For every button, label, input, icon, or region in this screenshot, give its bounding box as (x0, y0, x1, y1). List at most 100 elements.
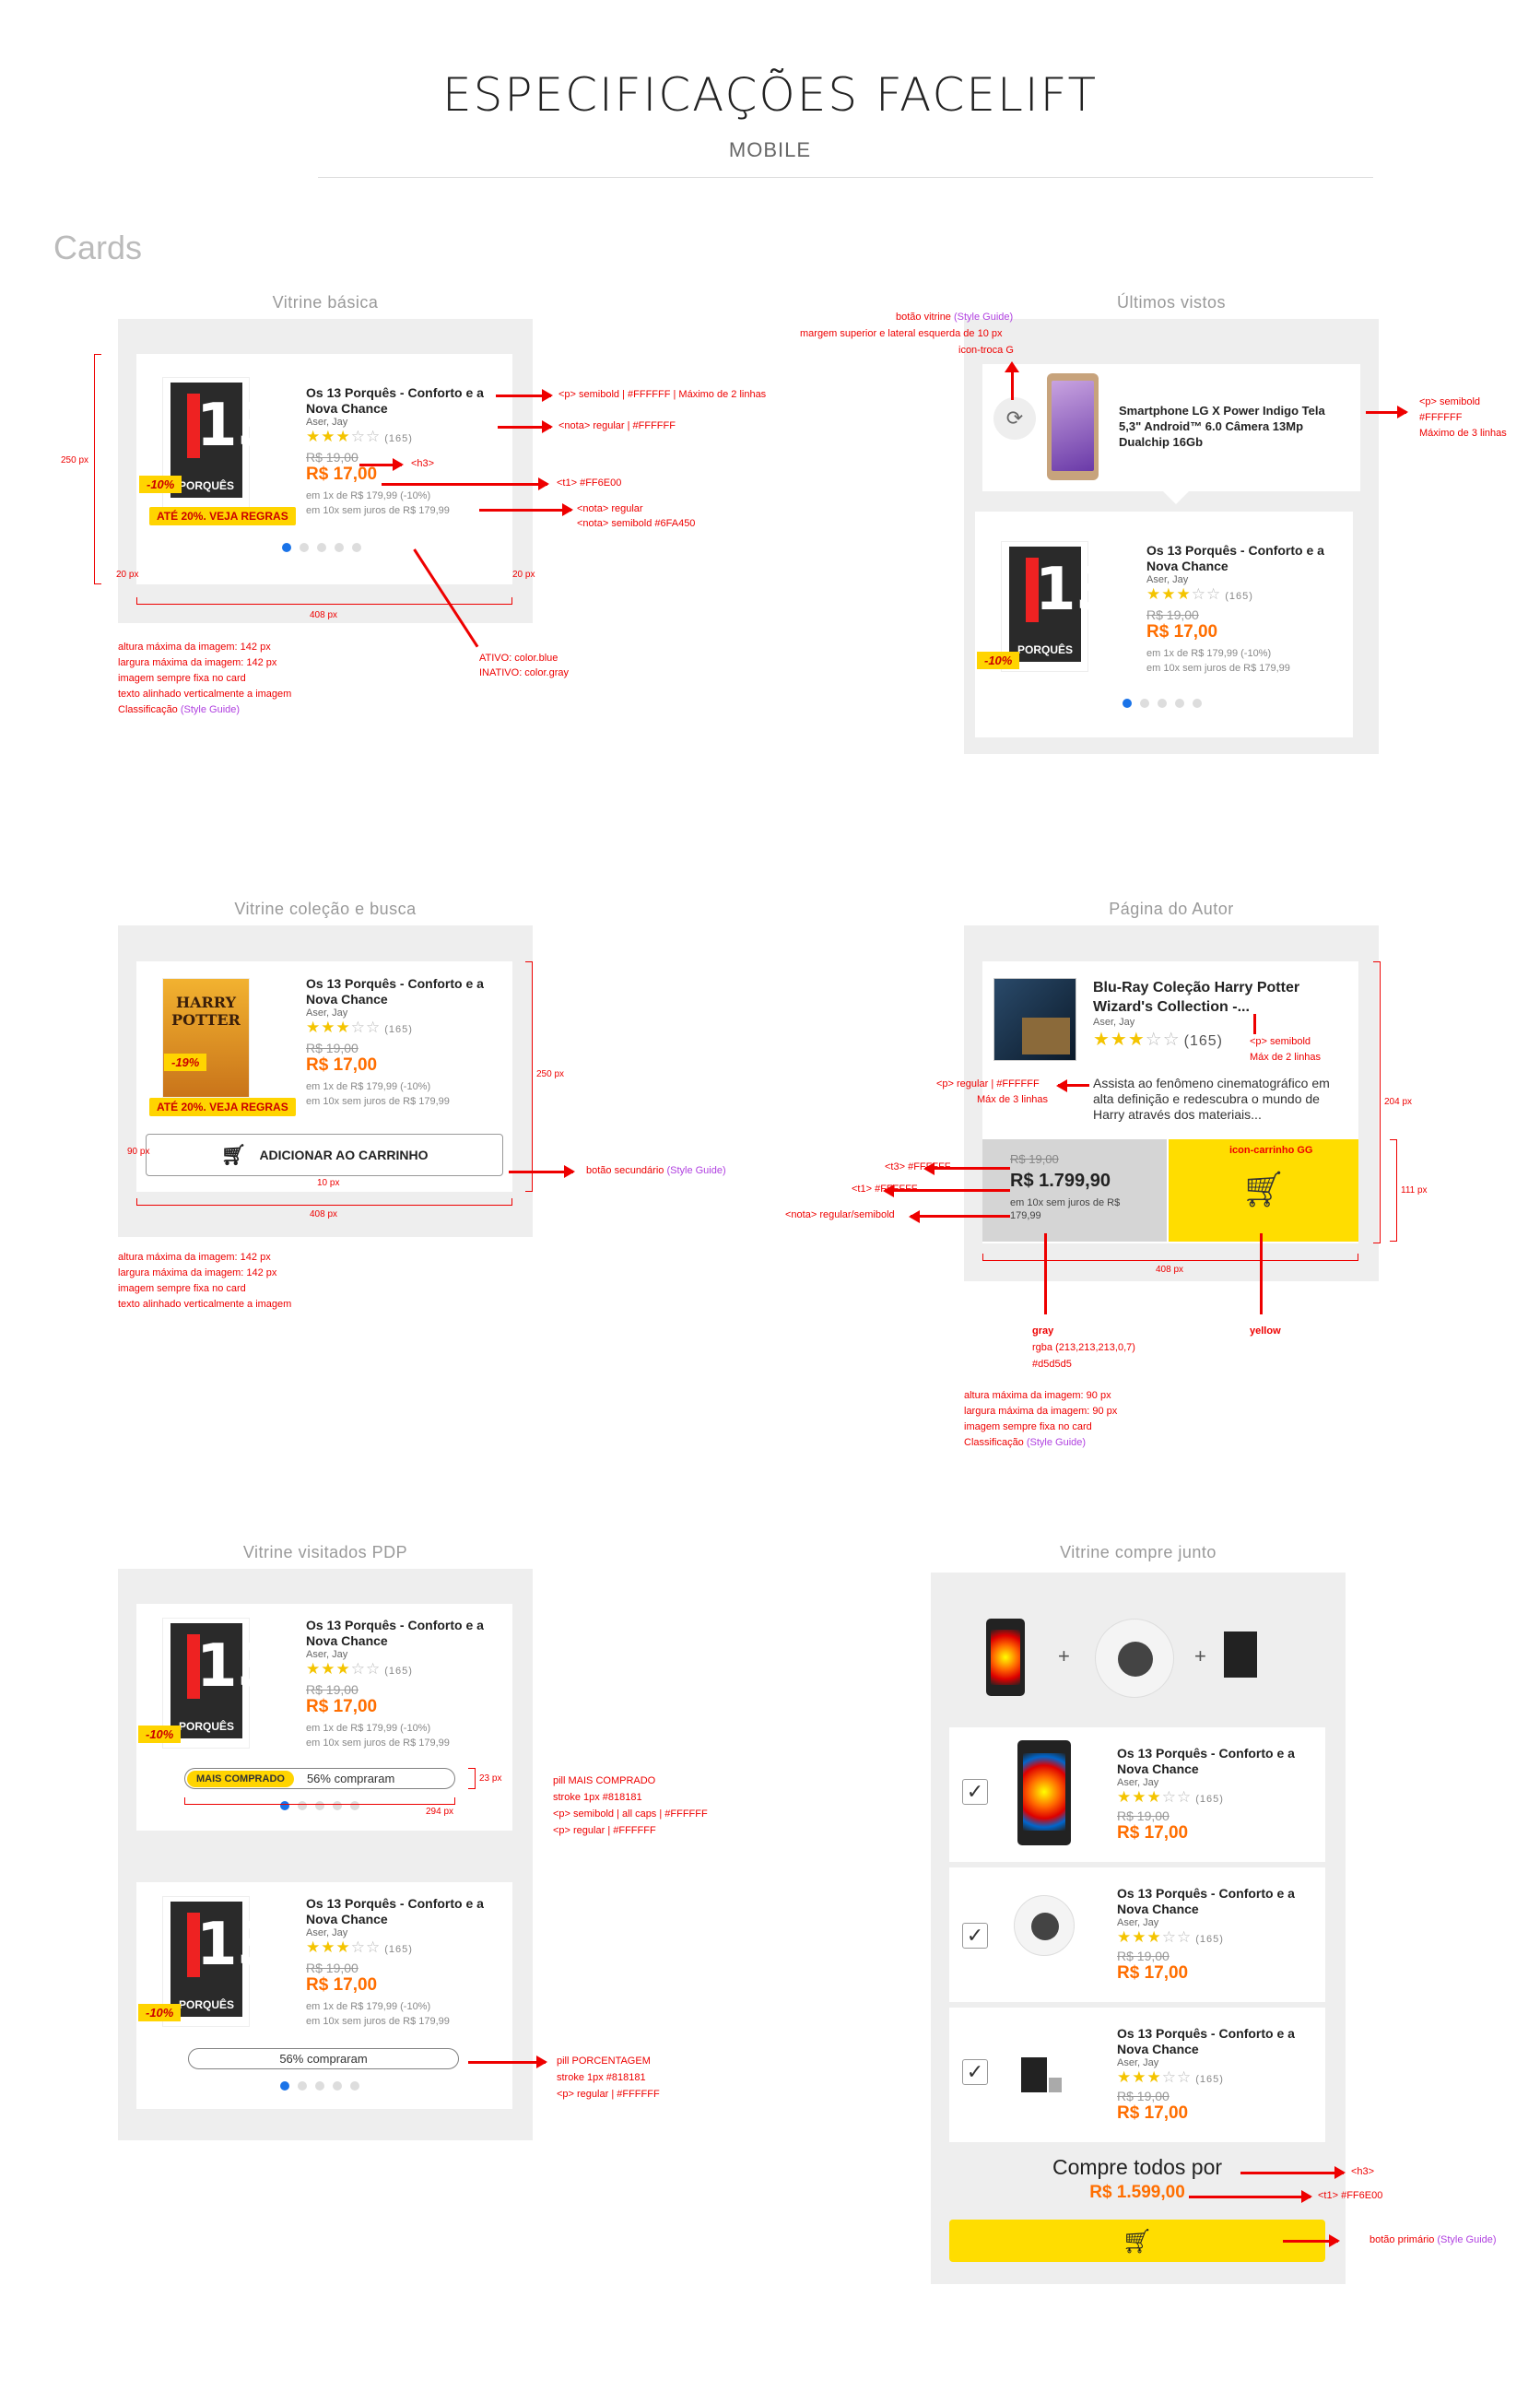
dimension-label: 23 px (479, 1773, 502, 1784)
installment-10x: em 10x sem juros de R$ 179,99 (306, 1737, 450, 1749)
product-author: Aser, Jay (306, 1927, 348, 1938)
annotation: <t1> #FFFFFF (852, 1184, 918, 1195)
sdcard-image (1021, 2057, 1047, 2092)
product-name[interactable]: Os 13 Porquês - Conforto e a Nova Chance (1146, 543, 1324, 573)
installment-10x: em 10x sem juros de R$ 179,99 (306, 2016, 450, 2027)
annotation: <p> semibold | #FFFFFF | Máximo de 2 lin… (558, 389, 767, 400)
checkbox[interactable]: ✓ (962, 1779, 988, 1805)
annotation: <nota> semibold #6FA450 (577, 518, 696, 529)
old-price: R$ 19,00 (1146, 607, 1199, 622)
price: R$ 17,00 (306, 1055, 378, 1075)
promo-badge[interactable]: ATÉ 20%. VEJA REGRAS (149, 1098, 296, 1116)
sdcard-image (1224, 1631, 1257, 1678)
dimension-label: 20 px (116, 570, 139, 580)
old-price: R$ 19,00 (1117, 2089, 1170, 2103)
carousel-dots[interactable] (280, 2081, 359, 2091)
discount-badge: -10% (138, 2004, 182, 2021)
add-to-cart-button[interactable]: 🛒︎ ADICIONAR AO CARRINHO (146, 1134, 503, 1176)
plus-icon: + (1058, 1644, 1070, 1667)
annotation-arrow (1283, 2234, 1340, 2247)
rating-stars: ★★★☆☆(165) (306, 428, 413, 445)
dimension-label: 294 px (426, 1807, 454, 1817)
buy-all-button[interactable]: 🛒︎ (949, 2220, 1325, 2262)
product-name[interactable]: Os 13 Porquês - Conforto e a Nova Chance (306, 1896, 484, 1926)
annotation-arrow (496, 389, 553, 402)
dimension-width (982, 1254, 1358, 1261)
carousel-dots[interactable] (280, 1801, 359, 1810)
annotation: <nota> regular (577, 503, 643, 514)
product-name[interactable]: Os 13 Porquês - Conforto e a Nova Chance (306, 385, 484, 416)
dimension-height (1373, 961, 1381, 1243)
product-author: Aser, Jay (1117, 1777, 1159, 1788)
product-name[interactable]: Os 13 Porquês - Conforto e a Nova Chance (1117, 1746, 1295, 1776)
annotation: pill PORCENTAGEM (557, 2056, 651, 2067)
product-name[interactable]: Os 13 Porquês - Conforto e a Nova Chance (306, 1618, 484, 1648)
promo-badge[interactable]: ATÉ 20%. VEJA REGRAS (149, 507, 296, 525)
installment-10x: em 10x sem juros de R$ 179,99 (306, 1096, 450, 1107)
product-name[interactable]: Os 13 Porquês - Conforto e a Nova Chance (306, 976, 484, 1007)
product-name[interactable]: Blu-Ray Coleção Harry Potter Wizard's Co… (1093, 980, 1300, 1015)
annotation-arrow (1189, 2190, 1312, 2203)
annotation-arrow (509, 1165, 575, 1178)
annotation: <p> semibold (1250, 1036, 1311, 1047)
annotation: Máx de 2 linhas (1250, 1052, 1322, 1063)
author-product-card[interactable]: Blu-Ray Coleção Harry Potter Wizard's Co… (982, 961, 1358, 1243)
section-title-colecao-busca: Vitrine coleção e busca (234, 900, 417, 918)
annotation: <nota> regular/semibold (785, 1209, 895, 1220)
bundle-item[interactable]: ✓ Os 13 Porquês - Conforto e a Nova Chan… (949, 1867, 1325, 2002)
annotation: ATIVO: color.blue (479, 653, 558, 664)
speaker-image (1014, 1895, 1075, 1956)
checkbox[interactable]: ✓ (962, 2059, 988, 2085)
product-name[interactable]: Os 13 Porquês - Conforto e a Nova Chance (1117, 2026, 1295, 2056)
old-price: R$ 19,00 (306, 450, 359, 465)
annotation-arrow (382, 477, 549, 490)
discount-badge: -10% (977, 652, 1020, 669)
recent-product-card[interactable]: ⟳ Smartphone LG X Power Indigo Tela 5,3"… (982, 364, 1360, 491)
carousel-dots[interactable] (1123, 699, 1202, 708)
annotation-arrow (1366, 406, 1408, 418)
cart-button[interactable]: 🛒︎ (1169, 1139, 1358, 1242)
annotation: rgba (213,213,213,0,7) (1032, 1342, 1135, 1353)
refresh-icon[interactable]: ⟳ (993, 397, 1036, 440)
dimension-label: 250 px (61, 455, 89, 465)
annotation-arrow (911, 1215, 1010, 1218)
annotation: <t1> #FF6E00 (1318, 2190, 1383, 2201)
phone-image (986, 1619, 1025, 1696)
annotation: <p> regular | #FFFFFF (557, 2089, 660, 2100)
annotation: <nota> regular | #FFFFFF (558, 420, 676, 431)
carousel-dots[interactable] (282, 543, 361, 552)
annotation: <t1> #FF6E00 (557, 477, 622, 489)
rating-stars: ★★★☆☆(165) (1146, 585, 1253, 603)
annotation: <h3> (411, 458, 435, 469)
cart-icon: 🛒︎ (1122, 2226, 1153, 2255)
installment-1x: em 1x de R$ 179,99 (-10%) (306, 490, 431, 501)
checkbox[interactable]: ✓ (962, 1923, 988, 1949)
discount-badge: -10% (138, 1726, 182, 1743)
notes-list: altura máxima da imagem: 90 px largura m… (964, 1390, 1118, 1448)
annotation-arrow (1044, 1233, 1047, 1314)
bundle-item[interactable]: ✓ Os 13 Porquês - Conforto e a Nova Chan… (949, 1727, 1325, 1862)
product-description: Assista ao fenômeno cinematográfico em a… (1093, 1076, 1330, 1122)
old-price: R$ 19,00 (306, 1041, 359, 1055)
bundle-item[interactable]: ✓ Os 13 Porquês - Conforto e a Nova Chan… (949, 2008, 1325, 2142)
old-price: R$ 19,00 (1117, 1808, 1170, 1823)
product-card[interactable]: 13 PORQUÊS -10% Os 13 Porquês - Conforto… (975, 512, 1353, 737)
old-price: R$ 19,00 (306, 1682, 359, 1697)
annotation: <p> regular | #FFFFFF (936, 1078, 1040, 1090)
product-name[interactable]: Os 13 Porquês - Conforto e a Nova Chance (1117, 1886, 1295, 1916)
annotation-arrow (1240, 2166, 1346, 2179)
rating-stars: ★★★☆☆(165) (306, 1019, 413, 1036)
price: R$ 17,00 (1146, 622, 1218, 642)
dimension-height (94, 354, 101, 584)
pill-porcentagem: 56% compraram (188, 2048, 459, 2069)
phone-image (1047, 373, 1099, 480)
product-name[interactable]: Smartphone LG X Power Indigo Tela 5,3" A… (1119, 404, 1325, 449)
annotation-arrow (498, 420, 553, 433)
product-card[interactable]: 13 PORQUÊS -10% ATÉ 20%. VEJA REGRAS Os … (136, 354, 512, 584)
